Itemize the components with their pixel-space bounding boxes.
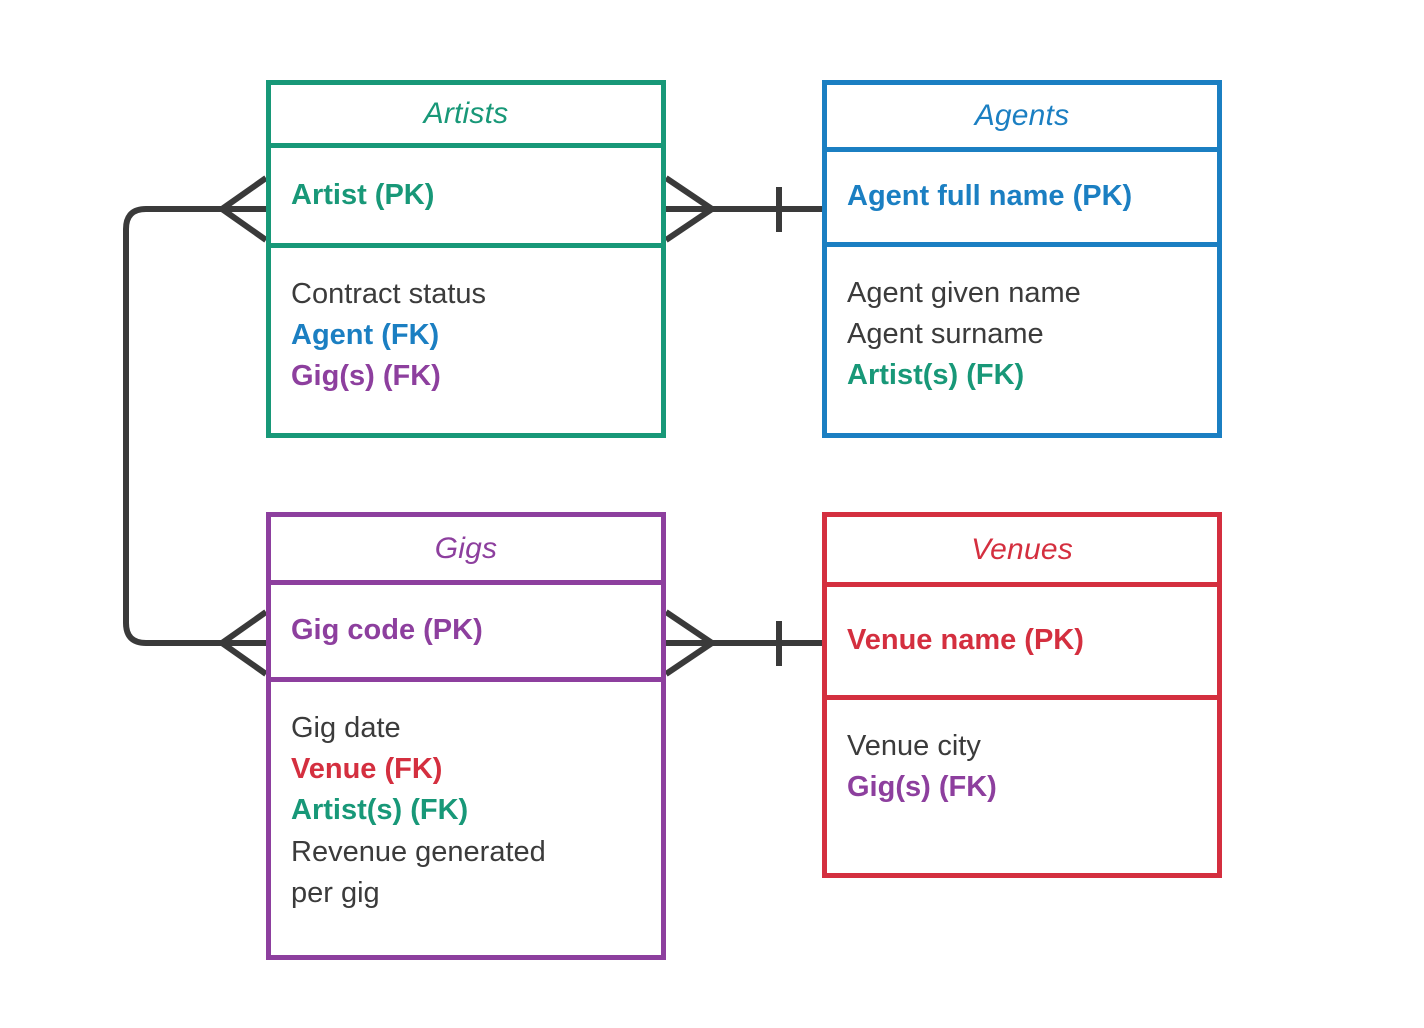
entity-agents-attributes: Agent given name Agent surname Artist(s)…	[827, 247, 1217, 433]
attribute-artists-fk: Artist(s) (FK)	[291, 794, 469, 827]
entity-venues-title: Venues	[971, 532, 1073, 566]
crows-foot-artists-gigs-bottom	[219, 609, 268, 677]
entity-venues[interactable]: Venues Venue name (PK) Venue city Gig(s)…	[822, 512, 1222, 878]
crows-foot-gigs-venues	[664, 609, 715, 677]
attribute-agent-surname: Agent surname	[847, 318, 1044, 351]
relationship-artists-gigs	[123, 175, 268, 677]
relationship-gigs-venues	[664, 609, 822, 677]
entity-artists-primary-key: Artist (PK)	[271, 148, 661, 248]
attribute-venue-city: Venue city	[847, 730, 981, 762]
entity-artists-header: Artists	[271, 85, 661, 148]
connector-line-artists-gigs	[123, 206, 266, 646]
entity-artists-attributes: Contract status Agent (FK) Gig(s) (FK)	[271, 248, 661, 433]
attribute-revenue-generated-per-gig: Revenue generated per gig	[291, 835, 546, 909]
entity-venues-pk-label: Venue name (PK)	[847, 624, 1084, 657]
entity-gigs-header: Gigs	[271, 517, 661, 585]
crows-foot-artists-agents	[664, 175, 715, 243]
entity-artists-title: Artists	[423, 97, 509, 130]
attribute-gigs-fk: Gig(s) (FK)	[847, 771, 997, 804]
attribute-artists-fk: Artist(s) (FK)	[847, 359, 1025, 392]
entity-agents-header: Agents	[827, 85, 1217, 152]
entity-agents-pk-label: Agent full name (PK)	[847, 180, 1133, 213]
entity-gigs-pk-label: Gig code (PK)	[291, 614, 483, 647]
entity-gigs[interactable]: Gigs Gig code (PK) Gig date Venue (FK) A…	[266, 512, 666, 960]
entity-gigs-title: Gigs	[434, 531, 498, 565]
crows-foot-artists-gigs-top	[219, 175, 268, 243]
attribute-agent-fk: Agent (FK)	[291, 319, 440, 352]
relationship-artists-agents	[664, 175, 822, 243]
entity-agents-title: Agents	[974, 99, 1070, 132]
entity-artists-pk-label: Artist (PK)	[291, 178, 435, 211]
attribute-gigs-fk: Gig(s) (FK)	[291, 360, 441, 393]
entity-gigs-attributes: Gig date Venue (FK) Artist(s) (FK) Reven…	[271, 682, 661, 955]
attribute-contract-status: Contract status	[291, 278, 487, 310]
attribute-gig-date: Gig date	[291, 712, 401, 744]
entity-venues-attributes: Venue city Gig(s) (FK)	[827, 700, 1217, 873]
entity-artists[interactable]: Artists Artist (PK) Contract status Agen…	[266, 80, 666, 438]
entity-agents-primary-key: Agent full name (PK)	[827, 152, 1217, 247]
entity-agents[interactable]: Agents Agent full name (PK) Agent given …	[822, 80, 1222, 438]
attribute-agent-given-name: Agent given name	[847, 277, 1081, 309]
entity-gigs-primary-key: Gig code (PK)	[271, 585, 661, 682]
attribute-venue-fk: Venue (FK)	[291, 753, 443, 786]
entity-venues-header: Venues	[827, 517, 1217, 587]
entity-venues-primary-key: Venue name (PK)	[827, 587, 1217, 700]
